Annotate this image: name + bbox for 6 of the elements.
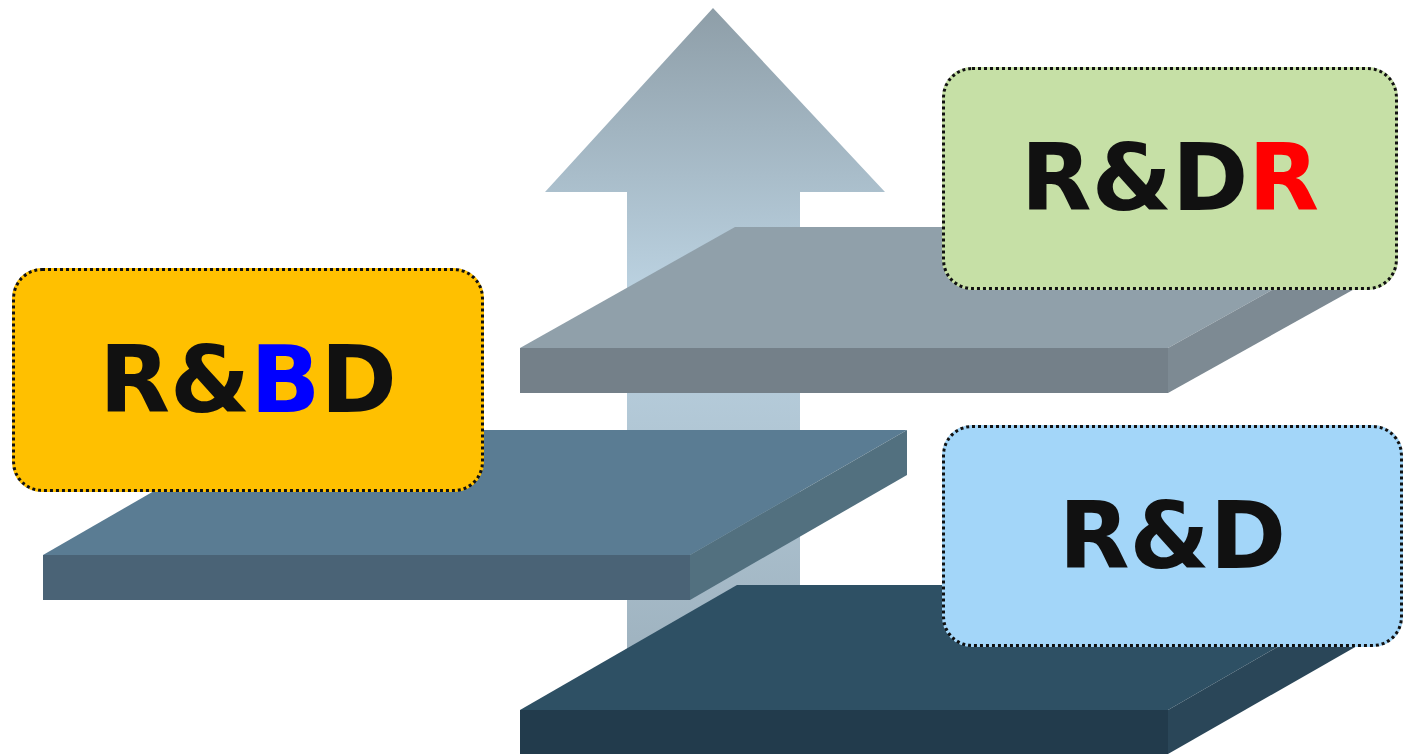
box-title: R&D [1058,482,1287,590]
rounded-box [12,268,484,492]
rounded-box [942,425,1403,647]
rounded-box [942,67,1398,290]
box-title: R&BD [99,326,397,434]
box-title: R&DR [1020,125,1320,232]
